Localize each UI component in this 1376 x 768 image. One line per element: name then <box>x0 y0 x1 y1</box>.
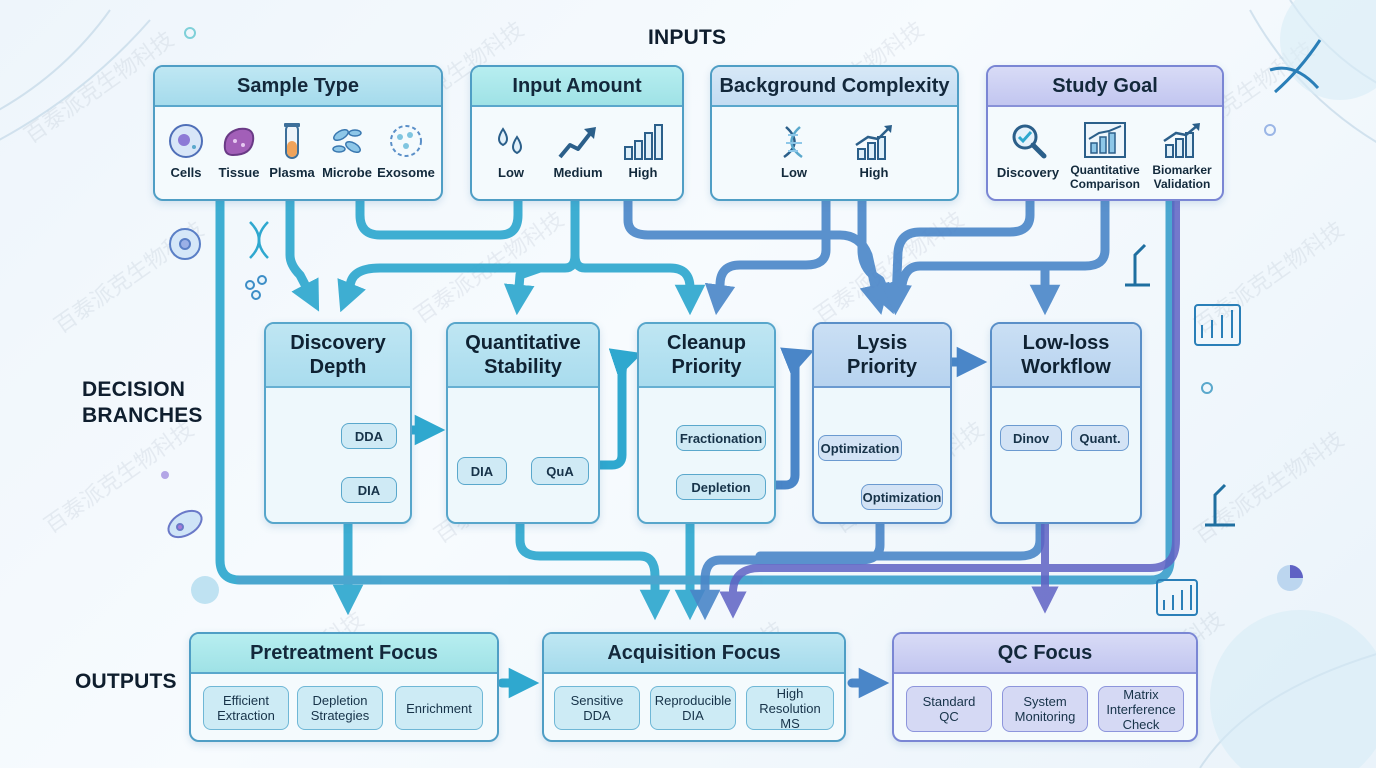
outputs-heading: OUTPUTS <box>75 670 177 693</box>
study-goal-panel: Study Goal Discovery Quantitative Compar… <box>986 65 1224 201</box>
amount-medium-label: Medium <box>553 165 603 180</box>
complexity-low-label: Low <box>781 165 807 180</box>
bar-chart-icon <box>1156 579 1198 616</box>
cleanup-fractionation-pill: Fractionation <box>676 425 766 451</box>
dna-helix-icon <box>1269 39 1322 94</box>
bar-chart-icon <box>1194 304 1241 346</box>
study-goal-title: Study Goal <box>988 67 1222 107</box>
plasma-label: Plasma <box>269 165 315 180</box>
microbe-icon <box>332 128 362 154</box>
low-loss-dinov-pill: Dinov <box>1000 425 1062 451</box>
complexity-low-item: Low <box>766 123 822 180</box>
sample-type-panel: Sample Type Cells Tissue Plasma Microbe … <box>153 65 443 201</box>
goal-quantitative-label-line2: Comparison <box>1069 177 1140 191</box>
trend-up-icon <box>558 127 596 159</box>
decision-branches-heading-line1: DECISION <box>82 378 186 401</box>
background-complexity-panel: Background Complexity Low High <box>710 65 959 201</box>
acquisition-focus-title: Acquisition Focus <box>544 634 844 674</box>
microscope-icon <box>1205 483 1235 527</box>
droplets-icon <box>498 127 522 155</box>
goal-biomarker-validation-item: Biomarker Validation <box>1148 121 1216 191</box>
validation-chart-icon <box>1163 123 1200 158</box>
goal-biomarker-label-line1: Biomarker <box>1152 163 1212 177</box>
molecule-icon <box>245 275 267 300</box>
decision-branches-heading-line2: BRANCHES <box>82 404 203 427</box>
plasma-item: Plasma <box>267 121 317 180</box>
qc-focus-title: QC Focus <box>894 634 1196 674</box>
exosome-label: Exosome <box>377 165 435 180</box>
amount-high-item: High <box>616 123 670 180</box>
low-loss-quant-pill: Quant. <box>1071 425 1129 451</box>
tissue-label: Tissue <box>218 165 260 180</box>
microscope-icon <box>1125 243 1150 287</box>
amount-low-item: Low <box>484 123 538 180</box>
enrichment-cell: Enrichment <box>395 686 483 730</box>
discovery-dia-pill: DIA <box>341 477 397 503</box>
test-tube-icon <box>284 123 300 159</box>
input-amount-panel: Input Amount Low Medium High <box>470 65 684 201</box>
amount-high-label: High <box>628 165 658 180</box>
cell-icon <box>169 228 201 260</box>
tissue-icon <box>223 127 255 157</box>
stability-qua-pill: QuA <box>531 457 589 485</box>
input-amount-title: Input Amount <box>472 67 682 107</box>
microbe-label: Microbe <box>322 165 372 180</box>
background-complexity-title: Background Complexity <box>712 67 957 107</box>
pretreatment-focus-title: Pretreatment Focus <box>191 634 497 674</box>
amount-low-label: Low <box>498 165 524 180</box>
sample-type-title: Sample Type <box>155 67 441 107</box>
magnifier-icon <box>1012 124 1047 159</box>
bar-chart-icon <box>624 124 663 160</box>
microbe-item: Microbe <box>321 121 373 180</box>
goal-discovery-label: Discovery <box>996 165 1060 180</box>
dna-icon <box>249 221 269 259</box>
cleanup-depletion-pill: Depletion <box>676 474 766 500</box>
complexity-high-label: High <box>859 165 889 180</box>
exosome-item: Exosome <box>377 121 435 180</box>
goal-quantitative-comparison-item: Quantitative Comparison <box>1066 121 1144 191</box>
cells-label: Cells <box>170 165 202 180</box>
cells-icon <box>169 124 203 158</box>
discovery-dda-pill: DDA <box>341 423 397 449</box>
goal-biomarker-label-line2: Validation <box>1153 177 1211 191</box>
pie-chart-icon <box>1277 565 1303 591</box>
goal-quantitative-label-line1: Quantitative <box>1070 163 1140 177</box>
tissue-item: Tissue <box>215 121 263 180</box>
complexity-high-item: High <box>846 123 902 180</box>
inputs-heading: INPUTS <box>648 26 727 49</box>
stability-dia-pill: DIA <box>457 457 507 485</box>
bacteria-icon <box>167 509 203 539</box>
lysis-optimization-pill-2: Optimization <box>861 484 943 510</box>
amount-medium-item: Medium <box>546 123 610 180</box>
growth-chart-icon <box>855 125 892 160</box>
lysis-optimization-pill-1: Optimization <box>818 435 902 461</box>
cells-item: Cells <box>163 121 209 180</box>
goal-discovery-item: Discovery <box>994 121 1062 180</box>
comparison-chart-icon <box>1084 122 1126 158</box>
exosome-icon <box>390 125 422 157</box>
dna-icon <box>783 126 803 159</box>
